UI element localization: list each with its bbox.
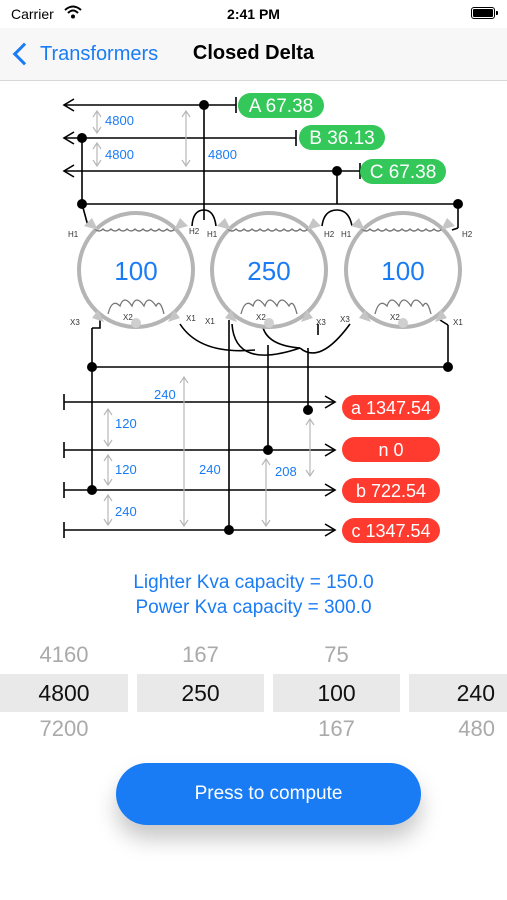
terminal-h1-label: H1 xyxy=(207,230,218,239)
status-bar: Carrier 2:41 PM xyxy=(0,0,507,28)
terminal-x3-label: X3 xyxy=(316,318,326,327)
terminal-x1-label: X1 xyxy=(205,317,215,326)
terminal-x2-label: X2 xyxy=(256,313,266,322)
picker-selected-option[interactable]: 4800 xyxy=(0,674,128,712)
battery-icon xyxy=(471,7,498,19)
terminal-h1-label: H1 xyxy=(341,230,352,239)
picker-option[interactable]: 7200 xyxy=(39,716,89,741)
wifi-icon xyxy=(64,5,82,19)
transformer-3: 100 xyxy=(344,211,462,329)
picker-selected-option[interactable]: 240 xyxy=(409,674,507,712)
primary-dim-label: 4800 xyxy=(105,147,134,162)
primary-current-c: C 67.38 xyxy=(370,162,437,183)
terminal-x3-label: X3 xyxy=(340,315,350,324)
secondary-current-a: a 1347.54 xyxy=(351,398,431,418)
terminal-h2-label: H2 xyxy=(189,227,200,236)
primary-current-a: A 67.38 xyxy=(249,96,313,117)
secondary-current-b: b 722.54 xyxy=(356,481,426,501)
transformer-kva-2: 250 xyxy=(247,256,290,286)
secondary-current-c: c 1347.54 xyxy=(351,521,430,541)
picker-option[interactable]: 4160 xyxy=(39,642,89,667)
picker-option[interactable]: 167 xyxy=(182,642,219,667)
page-title: Closed Delta xyxy=(192,42,315,64)
secondary-dim-label: 240 xyxy=(154,387,176,402)
primary-current-b: B 36.13 xyxy=(309,128,375,149)
navigation-bar: Transformers Closed Delta xyxy=(0,28,507,81)
closed-delta-diagram: 4800 4800 4800 100 250 xyxy=(62,93,473,543)
terminal-x3-label: X3 xyxy=(70,318,80,327)
terminal-x1-label: X1 xyxy=(186,314,196,323)
picker-option[interactable]: 480 xyxy=(458,716,495,741)
picker-selected-option[interactable]: 250 xyxy=(137,674,264,712)
secondary-dim-label: 240 xyxy=(199,462,221,477)
back-button[interactable]: Transformers xyxy=(12,38,158,70)
compute-button[interactable]: Press to compute xyxy=(116,763,421,825)
transformer-kva-1: 100 xyxy=(114,256,157,286)
terminal-x2-label: X2 xyxy=(123,313,133,322)
terminal-x2-label: X2 xyxy=(390,313,400,322)
terminal-h2-label: H2 xyxy=(324,230,335,239)
transformer-1: 100 xyxy=(77,211,195,329)
power-kva-result: Power Kva capacity = 300.0 xyxy=(135,597,372,618)
primary-dim-label: 4800 xyxy=(105,113,134,128)
back-button-label: Transformers xyxy=(40,42,159,65)
secondary-dim-label: 120 xyxy=(115,462,137,477)
status-time: 2:41 PM xyxy=(227,6,280,22)
primary-voltage-picker[interactable]: 4160 4800 7200 xyxy=(0,636,128,750)
lighter-kva-result: Lighter Kva capacity = 150.0 xyxy=(133,572,374,593)
picker-option[interactable]: 167 xyxy=(318,716,355,741)
picker-option[interactable]: 75 xyxy=(324,642,349,667)
secondary-voltage-picker[interactable]: 240 480 xyxy=(409,636,507,750)
terminal-x1-label: X1 xyxy=(453,318,463,327)
terminal-h2-label: H2 xyxy=(462,230,473,239)
secondary-dim-label: 240 xyxy=(115,504,137,519)
primary-dim-label: 4800 xyxy=(208,147,237,162)
secondary-dim-label: 208 xyxy=(275,464,297,479)
power-kva-picker[interactable]: 75 100 167 xyxy=(273,636,400,750)
transformer-kva-3: 100 xyxy=(381,256,424,286)
secondary-current-n: n 0 xyxy=(378,440,403,460)
picker-selected-option[interactable]: 100 xyxy=(273,674,400,712)
transformer-2: 250 xyxy=(210,211,328,329)
carrier-label: Carrier xyxy=(11,6,54,22)
terminal-h1-label: H1 xyxy=(68,230,79,239)
lighting-kva-picker[interactable]: 167 250 xyxy=(137,636,264,750)
secondary-dim-label: 120 xyxy=(115,416,137,431)
